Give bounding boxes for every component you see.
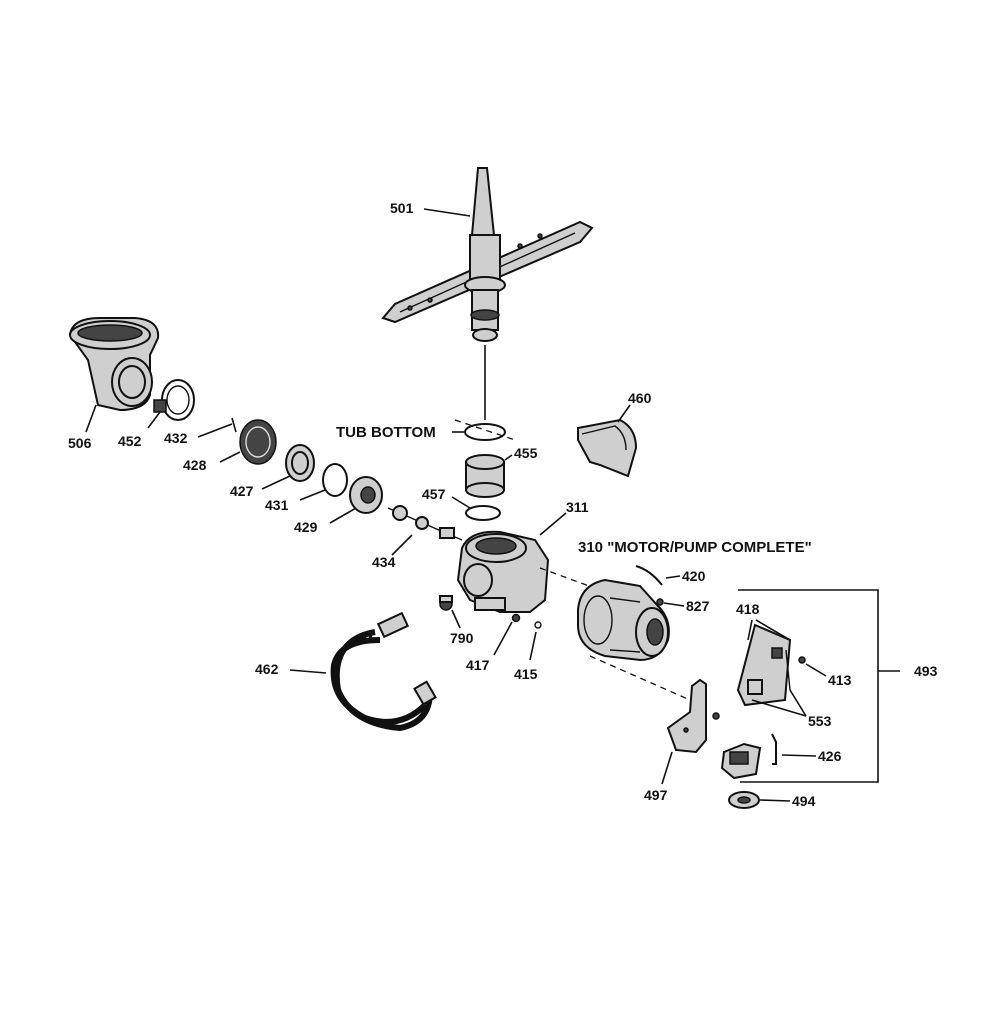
label-415: 415 [514,666,538,682]
part-462-drain-hose [330,611,437,732]
part-455-collar [465,454,505,498]
label-452: 452 [118,433,142,449]
label-506: 506 [68,435,92,451]
part-420-wire [635,565,663,586]
label-tub-bottom: TUB BOTTOM [336,424,436,441]
part-452-clamp [153,379,195,421]
part-426-clip [771,733,777,765]
part-413-screw [798,656,806,664]
part-429-impeller [349,476,383,514]
label-827: 827 [686,598,710,614]
part-460-cover [577,418,638,478]
label-462: 462 [255,661,279,677]
part-790-fastener [439,595,453,611]
label-431: 431 [265,497,289,513]
label-553: 553 [808,713,832,729]
label-497: 497 [644,787,668,803]
part-motor [577,578,670,662]
part-311-pump-housing [456,530,550,613]
part-494-grommet [728,791,760,809]
label-434: 434 [372,554,396,570]
part-827-screw [656,598,664,606]
part-tub-bottom-ring [464,423,506,441]
label-460: 460 [628,390,652,406]
part-501-lower-spray-arm [381,167,594,342]
label-311: 311 [566,499,589,515]
label-413: 413 [828,672,852,688]
part-506-sump-housing [68,317,160,412]
part-427-ring [285,444,315,482]
label-455: 455 [514,445,538,461]
label-501: 501 [390,200,414,216]
label-428: 428 [183,457,207,473]
group-493-box [738,589,879,783]
part-428-filter-screen [231,417,277,465]
label-432: 432 [164,430,188,446]
label-310-motor-pump-complete: 310 "MOTOR/PUMP COMPLETE" [578,539,812,556]
label-420: 420 [682,568,706,584]
part-415-nut [534,621,542,629]
label-418: 418 [736,601,760,617]
part-497-mounting-bracket [666,678,762,780]
label-417: 417 [466,657,490,673]
label-427: 427 [230,483,254,499]
label-429: 429 [294,519,318,535]
label-426: 426 [818,748,842,764]
part-434-hardware [387,505,463,541]
part-418-switch-bracket [736,623,792,707]
label-457: 457 [422,486,446,502]
part-417-washer [511,613,521,623]
label-494: 494 [792,793,816,809]
label-493: 493 [914,663,938,679]
part-431-gasket [322,463,348,497]
label-790: 790 [450,630,474,646]
part-457-clamp [465,505,501,521]
leader-501 [423,208,471,217]
